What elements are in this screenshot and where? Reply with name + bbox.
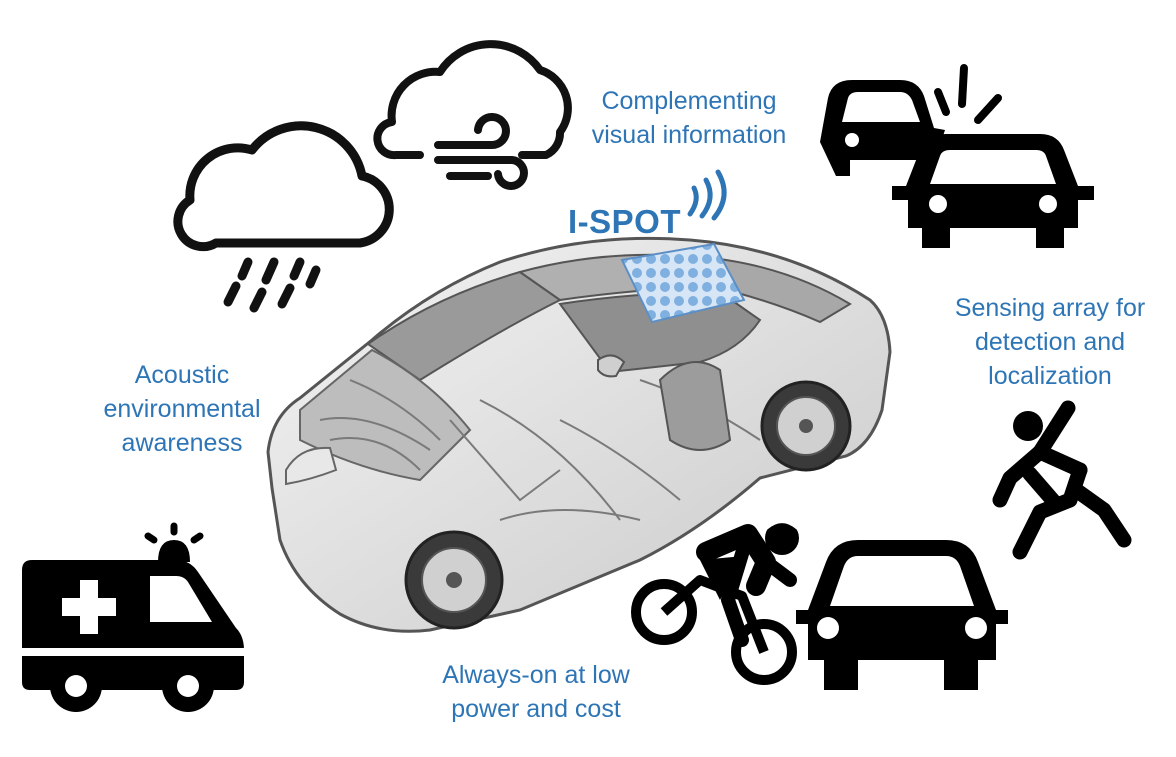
- label-always-on-line-1: Always-on at low: [442, 661, 630, 689]
- label-sensing-array: Sensing array for detection and localiza…: [940, 291, 1160, 393]
- car-icon: [796, 540, 1008, 690]
- transparent-car-illustration: [266, 236, 892, 633]
- label-sensing-line-2: detection and: [974, 328, 1126, 356]
- impact-marks: [934, 64, 1002, 124]
- label-always-on-line-2: power and cost: [451, 695, 621, 723]
- falling-person-icon: [992, 400, 1132, 560]
- rain-cloud-icon: [173, 121, 394, 313]
- label-complementing-line-1: Complementing: [601, 87, 777, 115]
- label-sensing-line-1: Sensing array for: [954, 294, 1146, 322]
- label-acoustic-line-2: environmental: [103, 395, 261, 423]
- label-sensing-line-3: localization: [988, 362, 1112, 390]
- ambulance-icon: [22, 522, 244, 712]
- i-spot-logo: I-SPOT: [568, 203, 682, 240]
- cyclist-icon: [631, 519, 800, 685]
- microphone-array: [620, 242, 746, 324]
- label-always-on: Always-on at low power and cost: [418, 658, 654, 726]
- label-acoustic-line-1: Acoustic: [134, 361, 230, 389]
- wind-cloud-icon: [373, 40, 572, 190]
- label-complementing-line-2: visual information: [591, 121, 787, 149]
- signal-waves-icon: [687, 169, 727, 221]
- label-complementing: Complementing visual information: [576, 84, 802, 152]
- label-acoustic-awareness: Acoustic environmental awareness: [96, 358, 268, 460]
- car-crash-icon: [820, 64, 1094, 248]
- label-acoustic-line-3: awareness: [121, 429, 243, 457]
